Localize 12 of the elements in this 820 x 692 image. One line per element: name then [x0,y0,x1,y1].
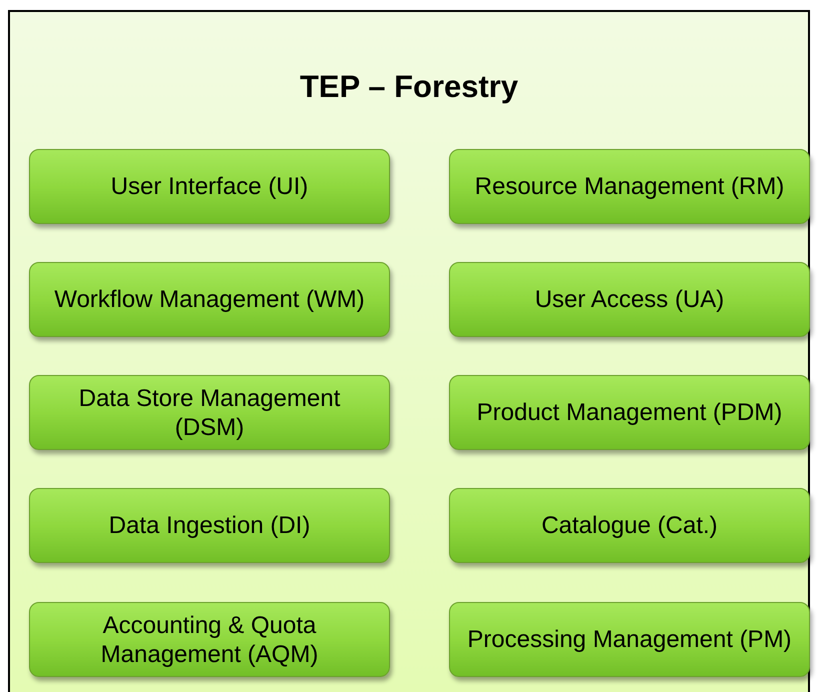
module-box: Workflow Management (WM) [29,262,390,337]
module-box: Resource Management (RM) [449,149,810,224]
title: TEP – Forestry [300,68,518,106]
module-box: Accounting & Quota Management (AQM) [29,602,390,677]
module-box: Catalogue (Cat.) [449,488,810,563]
module-box: Data Ingestion (DI) [29,488,390,563]
frame-panel [8,10,810,692]
module-box: User Interface (UI) [29,149,390,224]
module-box: Processing Management (PM) [449,602,810,677]
module-box: User Access (UA) [449,262,810,337]
module-box: Data Store Management (DSM) [29,375,390,450]
module-box: Product Management (PDM) [449,375,810,450]
